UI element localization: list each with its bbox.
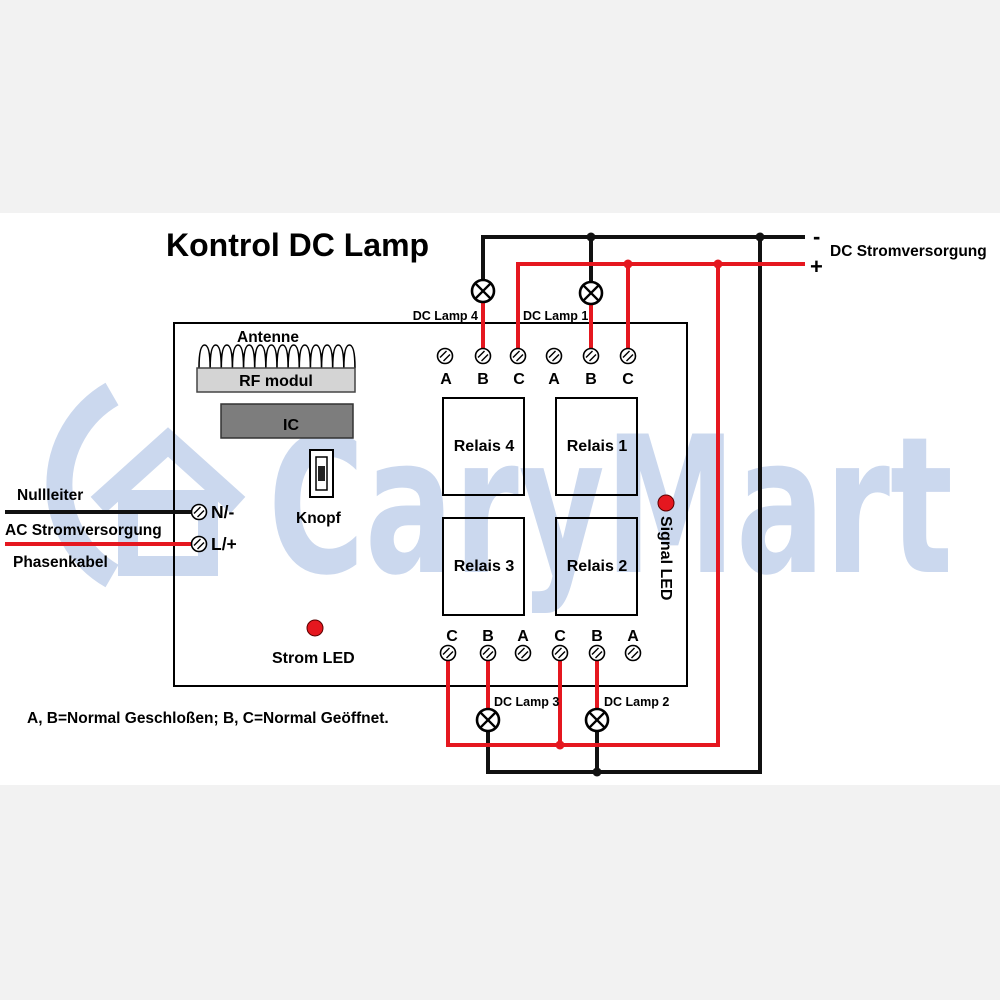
dc-lamp-4 [470, 278, 496, 304]
terminal-top-label: A [440, 371, 452, 388]
signal-led-label: Signal LED [657, 516, 674, 600]
watermark-text: CaryMart [268, 396, 953, 617]
terminal-top-1 [436, 347, 454, 365]
terminal-bottom-6 [624, 644, 642, 662]
junction-negative [755, 232, 765, 242]
dc-negative-sign: - [813, 224, 820, 249]
antenna-label: Antenne [237, 329, 299, 346]
terminal-top-6 [619, 347, 637, 365]
dc-lamp-1-label: DC Lamp 1 [523, 309, 588, 323]
terminal-bottom-label: C [446, 628, 458, 645]
terminal-top-label: C [622, 371, 634, 388]
relay-1-label: Relais 1 [567, 438, 628, 455]
dc-negative-bus-top [481, 235, 805, 291]
diagram-title: Kontrol DC Lamp [166, 227, 429, 263]
terminal-top-5 [582, 347, 600, 365]
ic-chip [220, 403, 354, 439]
terminal-neutral [190, 503, 208, 521]
terminal-phase [190, 535, 208, 553]
power-led [306, 619, 324, 637]
signal-led [657, 494, 675, 512]
dc-lamp-1 [578, 280, 604, 306]
relay-3-box [442, 517, 525, 616]
terminal-bottom-label: B [591, 628, 603, 645]
dc-lamp-4-label: DC Lamp 4 [413, 309, 478, 323]
terminal-top-3 [509, 347, 527, 365]
terminal-top-label: B [585, 371, 597, 388]
power-led-label: Strom LED [272, 650, 355, 667]
neutral-wire-label: Nullleiter [17, 487, 83, 504]
dc-lamp-2 [584, 707, 610, 733]
junction-negative [586, 232, 596, 242]
terminal-bottom-label: A [627, 628, 639, 645]
controller-board [173, 322, 688, 687]
junction-positive [555, 740, 565, 750]
terminal-bottom-label: C [554, 628, 566, 645]
dc-positive-wiring [5, 259, 805, 750]
ic-label: IC [283, 417, 299, 434]
carymart-watermark: CaryMart [46, 382, 953, 617]
terminal-top-label: C [513, 371, 525, 388]
dc-positive-bus-top [516, 262, 805, 356]
terminal-top-4 [545, 347, 563, 365]
contact-note: A, B=Normal Geschloßen; B, C=Normal Geöf… [27, 710, 389, 727]
terminal-top-label: A [548, 371, 560, 388]
dc-positive-sign: + [810, 254, 823, 279]
terminal-phase-label: L/+ [211, 534, 237, 554]
terminal-bottom-label: B [482, 628, 494, 645]
terminal-bottom-3 [514, 644, 532, 662]
bottom-background-band [0, 785, 1000, 1000]
watermark-logo-house-body [118, 490, 218, 576]
rf-module [196, 367, 356, 393]
watermark-logo-ring [46, 382, 119, 588]
dc-lamp-3-label: DC Lamp 3 [494, 695, 559, 709]
relay-3-label: Relais 3 [454, 558, 515, 575]
terminal-bottom-2 [479, 644, 497, 662]
dc-lamp-2-label: DC Lamp 2 [604, 695, 669, 709]
junction-positive [623, 259, 633, 269]
terminal-bottom-label: A [517, 628, 529, 645]
push-button-label: Knopf [296, 510, 342, 527]
phase-wire-label: Phasenkabel [13, 554, 108, 571]
relay-4-box [442, 397, 525, 496]
terminal-bottom-5 [588, 644, 606, 662]
terminal-bottom-4 [551, 644, 569, 662]
terminal-top-2 [474, 347, 492, 365]
push-button [309, 449, 334, 498]
terminal-neutral-label: N/- [211, 502, 235, 522]
top-background-band [0, 0, 1000, 213]
ac-supply-label: AC Stromversorgung [5, 522, 162, 539]
push-button-key [318, 466, 325, 481]
dc-positive-bus-bottom [446, 264, 720, 747]
rf-module-label: RF modul [239, 373, 313, 390]
relay-2-box [555, 517, 638, 616]
relay-2-label: Relais 2 [567, 558, 628, 575]
relay-1-box [555, 397, 638, 496]
dc-supply-label: DC Stromversorgung [830, 243, 987, 260]
watermark-logo-house-roof [90, 427, 246, 514]
terminal-top-label: B [477, 371, 489, 388]
junction-negative [592, 767, 602, 777]
terminal-bottom-1 [439, 644, 457, 662]
dc-lamp-3 [475, 707, 501, 733]
relay-4-label: Relais 4 [454, 438, 515, 455]
junction-positive [713, 259, 723, 269]
